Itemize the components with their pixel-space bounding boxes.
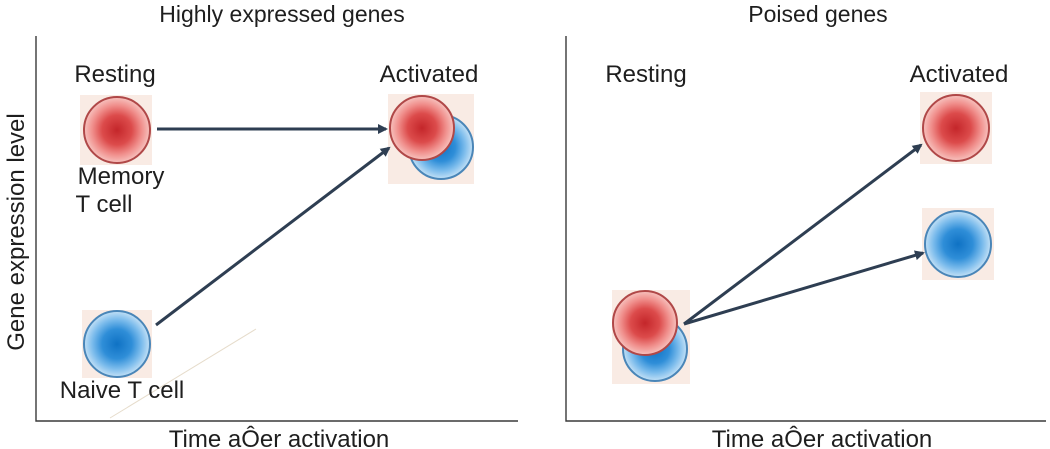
naive-t-cell-activated xyxy=(922,208,994,280)
panel-title: Highly expressed genes xyxy=(159,1,404,27)
panel-poised: Poised genes Resting Activated Time aÔer… xyxy=(565,1,1046,449)
activated-label: Activated xyxy=(380,61,479,88)
panel-title: Poised genes xyxy=(748,1,887,27)
naive-label: Naive T cell xyxy=(60,377,185,404)
naive-activation-arrow xyxy=(155,146,391,327)
memory-activation-arrow xyxy=(683,143,923,326)
axes xyxy=(565,36,1046,422)
y-axis-label: Gene expression level xyxy=(3,113,30,350)
axes xyxy=(35,36,518,422)
resting-cells-overlap xyxy=(612,290,690,384)
naive-activation-arrow xyxy=(683,250,925,326)
activated-label: Activated xyxy=(910,61,1009,88)
x-axis-label: Time aÔer activation xyxy=(169,425,390,449)
memory-label-line2: T cell xyxy=(76,191,133,218)
resting-label: Resting xyxy=(74,61,155,88)
naive-t-cell-resting xyxy=(82,310,152,378)
memory-label-line1: Memory xyxy=(78,163,165,190)
memory-t-cell-activated xyxy=(920,92,992,164)
activated-cells-overlap xyxy=(388,94,474,184)
panel-highly-expressed: Highly expressed genes Resting Activated… xyxy=(35,1,518,449)
memory-t-cell-resting xyxy=(80,95,152,165)
faint-guide-line xyxy=(109,328,257,419)
x-axis-label: Time aÔer activation xyxy=(712,425,933,449)
resting-label: Resting xyxy=(605,61,686,88)
